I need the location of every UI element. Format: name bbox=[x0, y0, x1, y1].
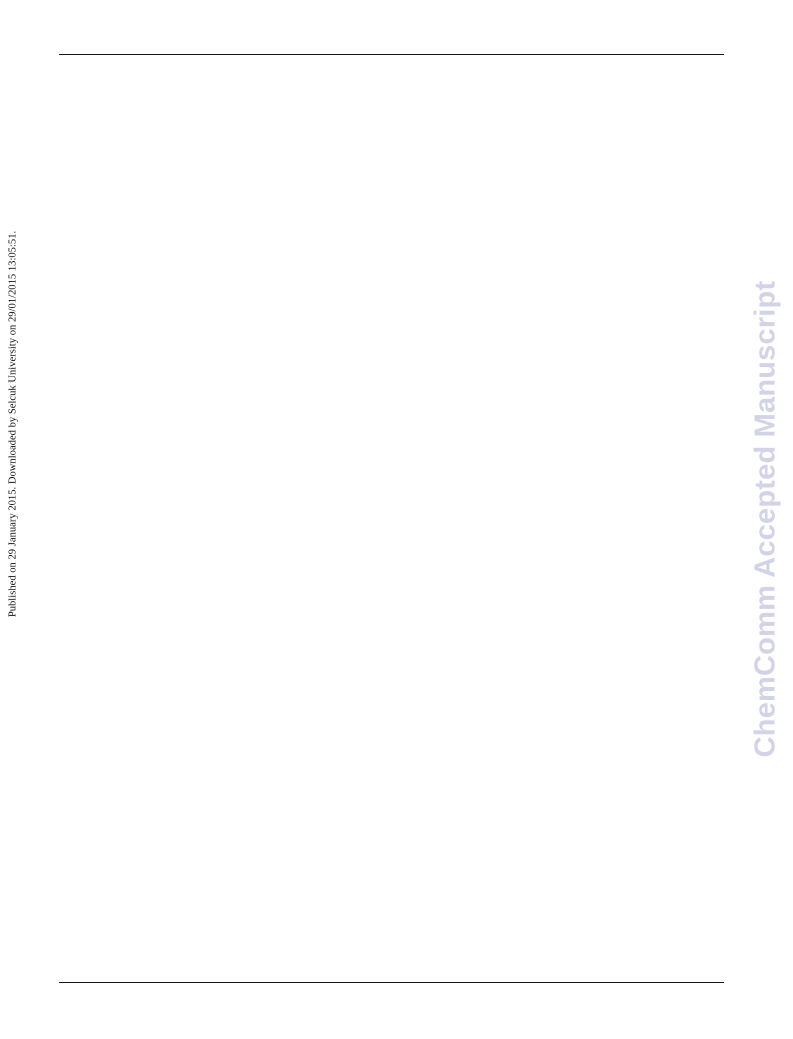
footer-rule bbox=[59, 982, 724, 983]
publication-note: Published on 29 January 2015. Downloaded… bbox=[7, 230, 19, 618]
accepted-manuscript-watermark: ChemComm Accepted Manuscript bbox=[749, 280, 782, 758]
header-rule bbox=[59, 54, 724, 55]
